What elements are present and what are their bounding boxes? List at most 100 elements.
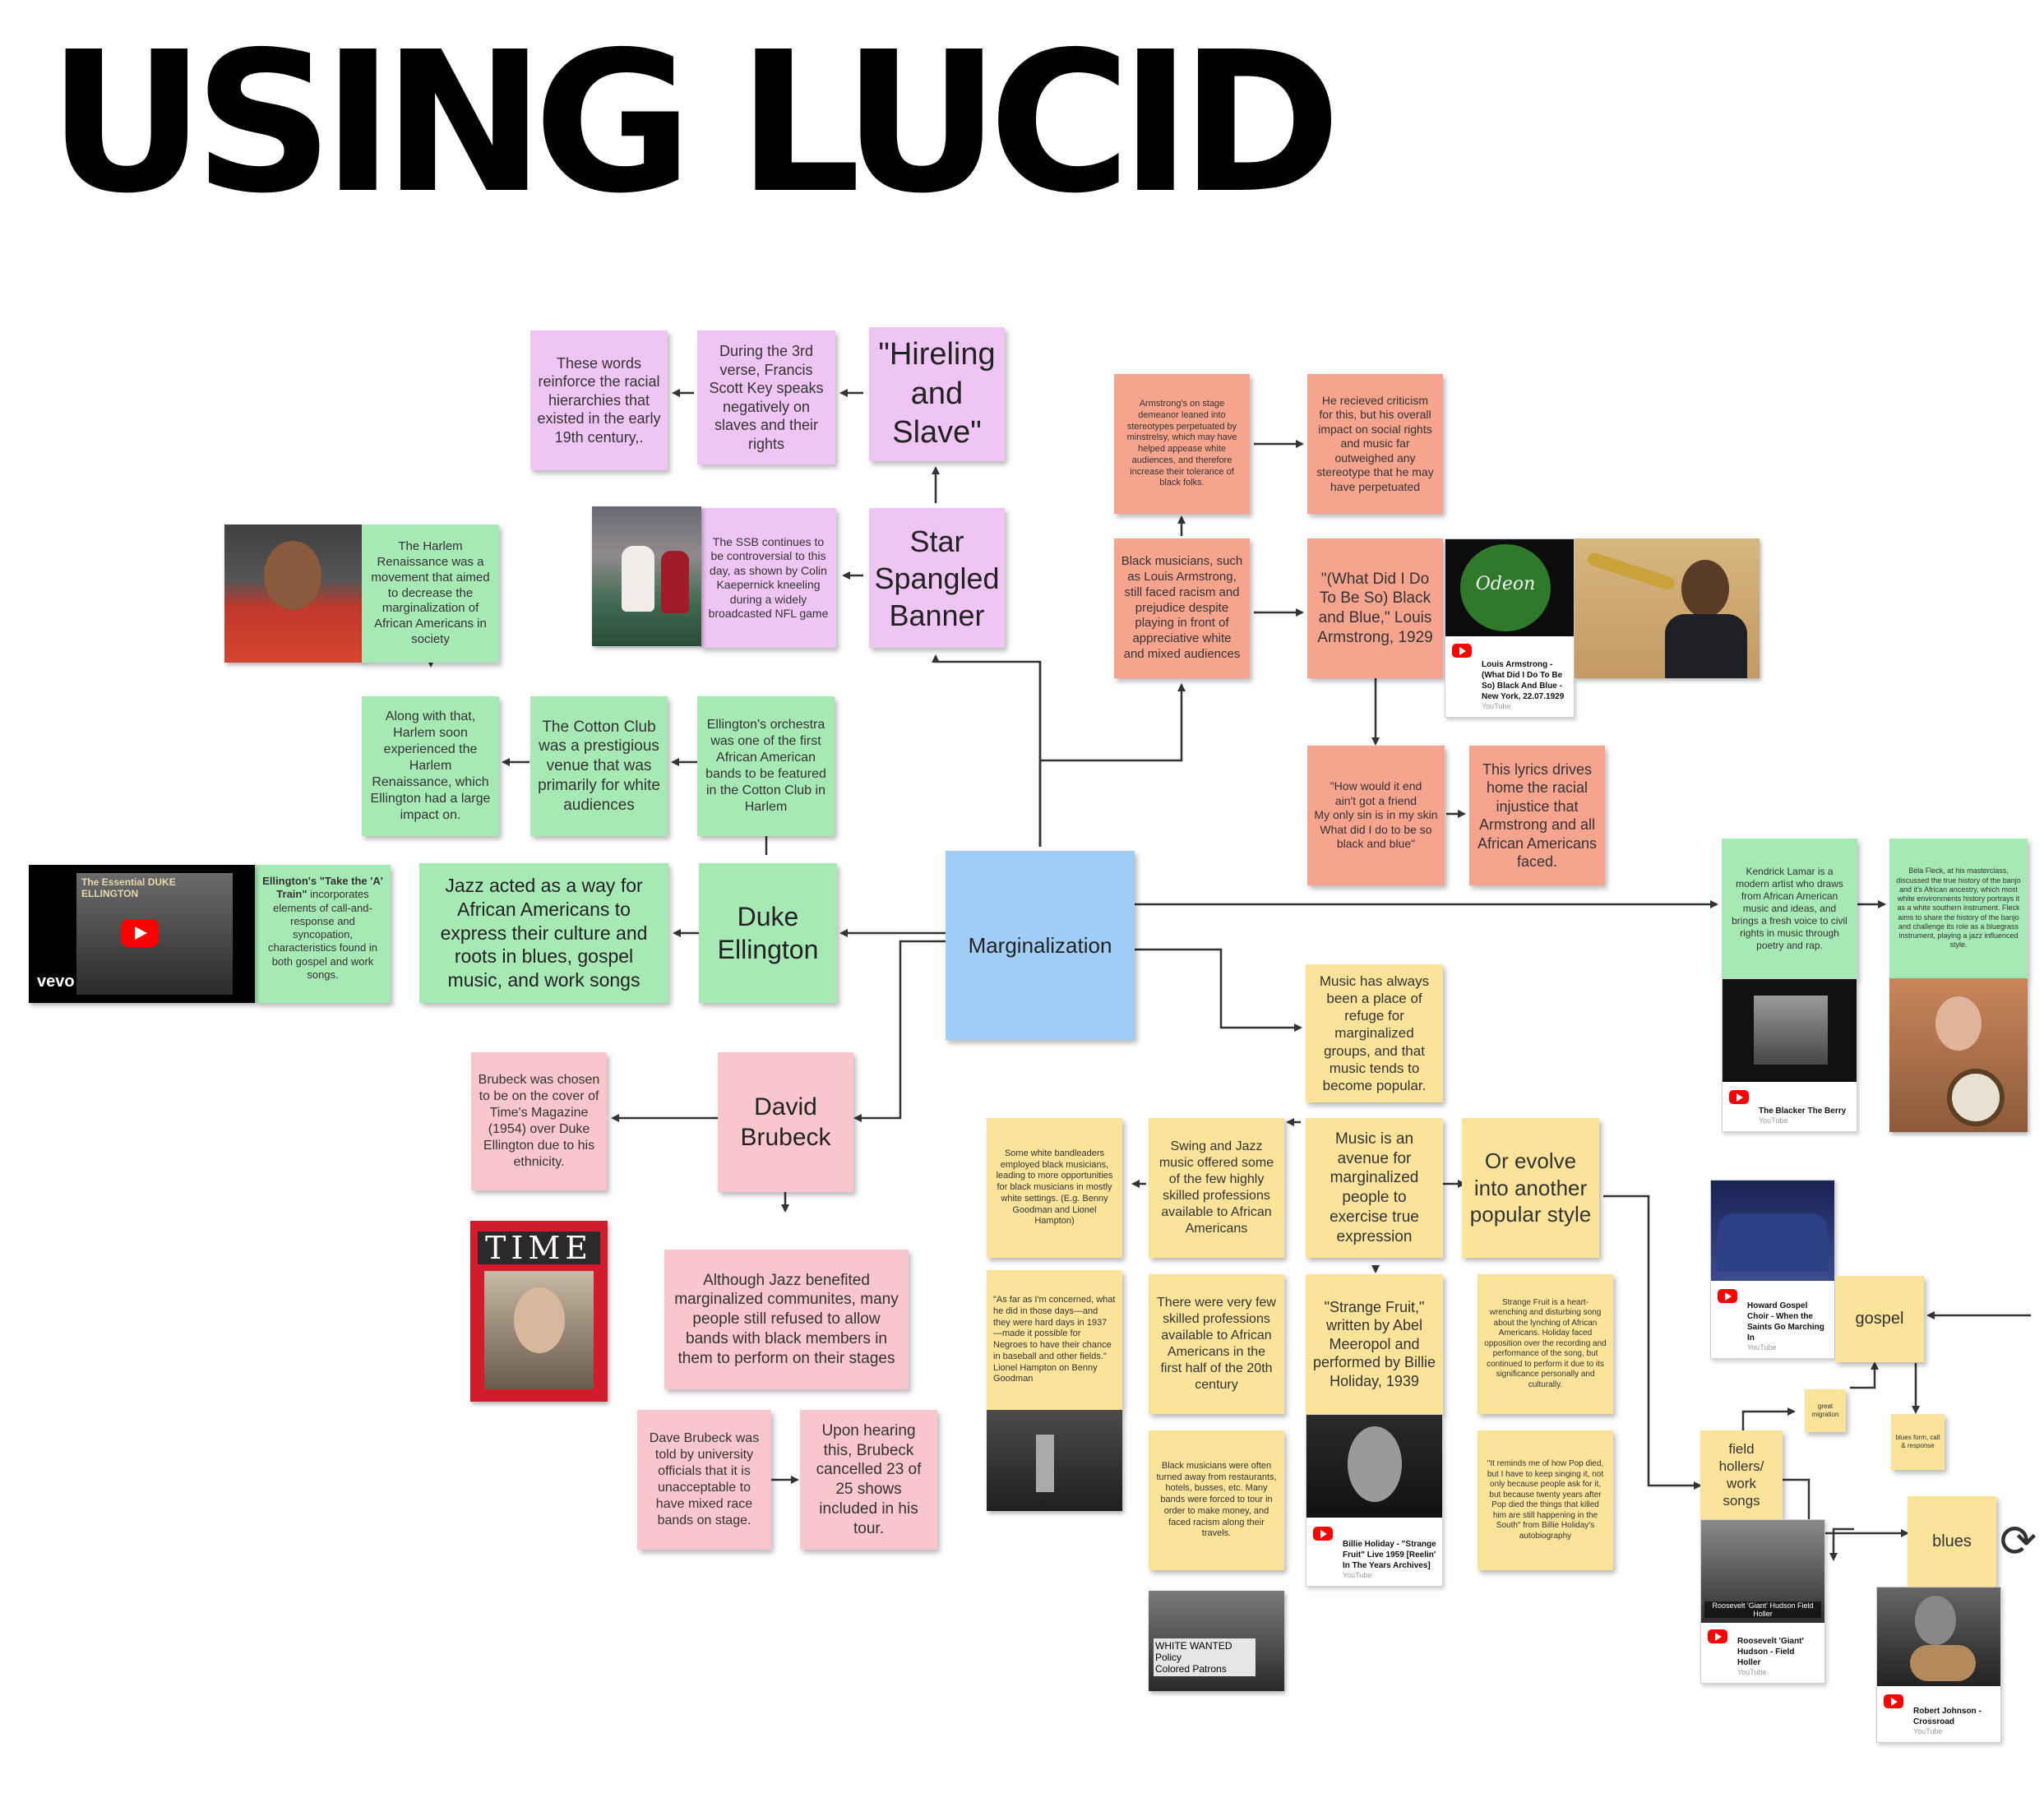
stage-figure: [1036, 1435, 1054, 1492]
armstrong-video-card[interactable]: Odeon Louis Armstrong - (What Did I Do T…: [1445, 538, 1575, 718]
note-these-words[interactable]: These words reinforce the racial hierarc…: [530, 330, 668, 470]
segregation-sign-photo: WHITE WANTED Policy Colored Patrons: [1149, 1591, 1284, 1691]
note-blues[interactable]: blues: [1908, 1496, 1996, 1587]
play-icon[interactable]: [121, 919, 159, 947]
gospel-video-card[interactable]: Howard Gospel Choir - When the Saints Go…: [1710, 1180, 1835, 1359]
ellington-video-thumbnail[interactable]: The Essential DUKE ELLINGTON vevo: [29, 865, 255, 1003]
note-bela-fleck[interactable]: Béla Fleck, at his masterclass, discusse…: [1889, 839, 2028, 978]
youtube-icon: [1729, 1090, 1749, 1104]
note-few-skilled[interactable]: There were very few skilled professions …: [1149, 1274, 1284, 1414]
note-david-brubeck[interactable]: David Brubeck: [718, 1052, 853, 1192]
armstrong-video-meta: Louis Armstrong - (What Did I Do To Be S…: [1445, 654, 1574, 717]
album-banner: The Essential DUKE ELLINGTON: [81, 876, 176, 899]
note-lyrics-drives[interactable]: This lyrics drives home the racial injus…: [1469, 746, 1605, 885]
note-music-avenue[interactable]: Music is an avenue for marginalized peop…: [1306, 1118, 1443, 1258]
billie-video-source: YouTube: [1343, 1571, 1372, 1580]
cycle-arrows-icon[interactable]: ⟳: [2000, 1517, 2037, 1566]
note-blues-form[interactable]: blues form, call & response: [1891, 1414, 1945, 1470]
note-duke-ellington[interactable]: Duke Ellington: [699, 863, 837, 1003]
field-holler-video-source: YouTube: [1737, 1668, 1767, 1677]
time-magazine-cover: TIME: [470, 1221, 608, 1402]
note-great-migration[interactable]: great migration: [1805, 1389, 1846, 1432]
note-upon-hearing[interactable]: Upon hearing this, Brubeck cancelled 23 …: [800, 1410, 937, 1550]
armstrong-video-source: YouTube: [1482, 702, 1511, 711]
central-marginalization[interactable]: Marginalization: [946, 851, 1135, 1040]
note-pop-died[interactable]: "It reminds me of how Pop died, but I ha…: [1478, 1430, 1613, 1570]
note-dave-told[interactable]: Dave Brubeck was told by university offi…: [637, 1410, 771, 1550]
note-criticism[interactable]: He recieved criticism for this, but his …: [1307, 374, 1443, 514]
note-or-evolve[interactable]: Or evolve into another popular style: [1462, 1118, 1599, 1258]
youtube-icon: [1313, 1527, 1333, 1541]
suit-shape: [1665, 614, 1747, 678]
armstrong-trumpet-photo: [1575, 538, 1760, 678]
billie-video-title: Billie Holiday - "Strange Fruit" Live 19…: [1343, 1540, 1436, 1571]
note-armstrong-stage[interactable]: Armstrong's on stage demeanor leaned int…: [1114, 374, 1250, 514]
face-icon: [1348, 1426, 1402, 1502]
note-what-did-i-do[interactable]: "(What Did I Do To Be So) Black and Blue…: [1307, 538, 1443, 678]
time-masthead: TIME: [478, 1232, 600, 1264]
duke-ellington-photo: [224, 524, 364, 663]
note-turned-away[interactable]: Black musicians were often turned away f…: [1149, 1430, 1284, 1570]
note-swing-and-jazz[interactable]: Swing and Jazz music offered some of the…: [1149, 1118, 1284, 1258]
robert-johnson-video-source: YouTube: [1913, 1727, 1943, 1736]
note-gospel[interactable]: gospel: [1835, 1276, 1924, 1362]
note-third-verse[interactable]: During the 3rd verse, Francis Scott Key …: [697, 330, 835, 464]
player-figure: [661, 551, 689, 613]
gospel-choir-thumbnail: [1711, 1181, 1834, 1281]
bela-fleck-photo: [1889, 978, 2028, 1132]
robert-johnson-video-title: Robert Johnson - Crossroad: [1913, 1707, 1982, 1727]
note-music-refuge[interactable]: Music has always been a place of refuge …: [1306, 964, 1443, 1102]
note-jazz-acted[interactable]: Jazz acted as a way for African American…: [419, 863, 668, 1003]
note-ellington-orchestra[interactable]: Ellington's orchestra was one of the fir…: [697, 696, 835, 836]
note-strange-fruit-desc[interactable]: Strange Fruit is a heart-wrenching and d…: [1478, 1274, 1613, 1414]
note-how-would-it-end[interactable]: "How would it end ain't got a friend My …: [1307, 746, 1445, 885]
youtube-icon: [1452, 644, 1472, 658]
sign-text: WHITE WANTED Policy Colored Patrons: [1154, 1638, 1256, 1676]
note-white-bandleaders[interactable]: Some white bandleaders employed black mu…: [987, 1118, 1122, 1258]
banjo-icon: [1947, 1069, 2005, 1126]
note-brubeck-time[interactable]: Brubeck was chosen to be on the cover of…: [471, 1052, 607, 1190]
note-hampton-quote[interactable]: "As far as I'm concerned, what he did in…: [987, 1270, 1122, 1410]
page-title: USING LUCID: [48, 10, 1341, 236]
face-icon: [1681, 560, 1729, 617]
note-along-with-that[interactable]: Along with that, Harlem soon experienced…: [362, 696, 499, 836]
gospel-video-meta: Howard Gospel Choir - When the Saints Go…: [1711, 1296, 1834, 1358]
field-holler-video-title: Roosevelt 'Giant' Hudson - Field Holler: [1737, 1637, 1804, 1668]
note-strange-fruit[interactable]: "Strange Fruit," written by Abel Meeropo…: [1306, 1274, 1443, 1414]
armstrong-video-title: Louis Armstrong - (What Did I Do To Be S…: [1482, 660, 1565, 702]
note-take-the-a-train[interactable]: Ellington's "Take the 'A' Train" incorpo…: [255, 865, 391, 1003]
cover-portrait: [484, 1271, 594, 1389]
thumbnail-caption: Roosevelt 'Giant' Hudson Field Holler: [1704, 1601, 1821, 1618]
note-although-jazz[interactable]: Although Jazz benefited marginalized com…: [664, 1250, 909, 1389]
kaepernick-photo: [592, 506, 701, 646]
billie-holiday-thumbnail: [1306, 1415, 1442, 1518]
face-icon: [1935, 996, 1982, 1051]
billie-video-meta: Billie Holiday - "Strange Fruit" Live 19…: [1306, 1534, 1442, 1586]
note-field-hollers[interactable]: field hollers/ work songs: [1700, 1430, 1783, 1519]
record-label-icon: Odeon: [1460, 544, 1551, 631]
crowd-photo: [1754, 996, 1828, 1065]
field-workers-thumbnail: Roosevelt 'Giant' Hudson Field Holler: [1701, 1520, 1824, 1623]
field-holler-video-card[interactable]: Roosevelt 'Giant' Hudson Field Holler Ro…: [1700, 1519, 1825, 1684]
youtube-icon: [1884, 1694, 1903, 1708]
note-kendrick-lamar[interactable]: Kendrick Lamar is a modern artist who dr…: [1722, 839, 1857, 978]
note-hireling-and-slave[interactable]: "Hireling and Slave": [869, 327, 1005, 461]
youtube-icon: [1708, 1629, 1727, 1643]
gospel-video-title: Howard Gospel Choir - When the Saints Go…: [1747, 1301, 1824, 1343]
note-black-musicians[interactable]: Black musicians, such as Louis Armstrong…: [1114, 538, 1250, 678]
note-star-spangled-banner[interactable]: Star Spangled Banner: [869, 508, 1005, 648]
billie-holiday-video-card[interactable]: Billie Holiday - "Strange Fruit" Live 19…: [1306, 1414, 1443, 1587]
note-cotton-club[interactable]: The Cotton Club was a prestigious venue …: [530, 696, 668, 836]
note-harlem-renaissance[interactable]: The Harlem Renaissance was a movement th…: [362, 524, 499, 663]
kendrick-video-source: YouTube: [1759, 1116, 1788, 1125]
bandleader-photo: [987, 1410, 1122, 1511]
a-train-title: Ellington's "Take the 'A' Train": [262, 875, 383, 901]
a-train-body: incorporates elements of call-and-respon…: [268, 888, 377, 981]
note-ssb-controversial[interactable]: The SSB continues to be controversial to…: [701, 508, 836, 648]
odeon-record-thumbnail: Odeon: [1445, 539, 1574, 636]
